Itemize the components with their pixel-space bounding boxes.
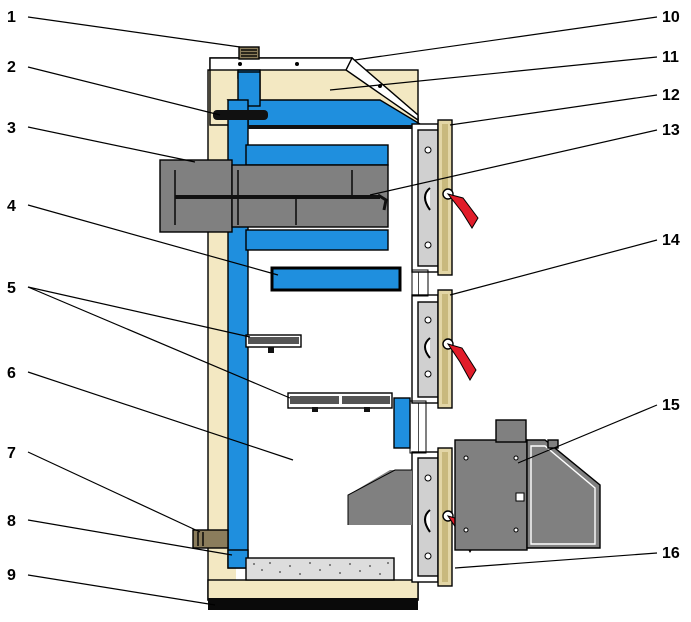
burner-nozzle — [348, 470, 412, 525]
top-chamfer-plate — [345, 56, 419, 122]
label-7: 7 — [7, 445, 16, 462]
label-8: 8 — [7, 513, 16, 530]
base-feet — [208, 598, 418, 610]
label-11: 11 — [662, 49, 679, 66]
top-bolt — [238, 62, 242, 66]
middle-handle — [424, 337, 477, 381]
ash-texture — [253, 562, 389, 575]
burner-top-block — [495, 419, 527, 443]
label-15: 15 — [662, 397, 680, 414]
upper-handle — [424, 187, 479, 229]
label-16: 16 — [662, 545, 680, 562]
grate-lower — [287, 392, 393, 412]
side-water-pocket — [393, 397, 411, 449]
top-rail — [248, 125, 420, 129]
turbulator-rod — [175, 195, 380, 199]
exchanger-top-plate — [245, 144, 389, 166]
flue-outlet-jacket — [237, 71, 261, 107]
label-13: 13 — [662, 122, 680, 139]
grate-upper — [245, 334, 302, 353]
cross-pipe — [270, 266, 402, 292]
base-plate — [207, 579, 419, 601]
label-14: 14 — [662, 232, 680, 249]
label-10: 10 — [662, 9, 680, 26]
door-tie — [411, 269, 429, 297]
sensor-bar — [213, 110, 268, 120]
label-2: 2 — [7, 59, 16, 76]
water-jacket-bottom — [227, 549, 249, 569]
top-bolt — [295, 62, 299, 66]
pellet-burner — [347, 419, 601, 551]
leader-lines — [27, 16, 658, 606]
turbulator-hook — [377, 193, 388, 211]
top-cap-plate — [209, 57, 353, 71]
door-tie — [409, 400, 427, 454]
label-4: 4 — [7, 198, 16, 215]
burner-hood — [526, 439, 601, 549]
lower-door — [411, 447, 453, 587]
callout-numbers: 1 2 3 4 5 6 7 8 9 10 11 12 13 14 15 16 — [7, 9, 680, 584]
return-inlet — [192, 529, 229, 549]
label-12: 12 — [662, 87, 680, 104]
label-3: 3 — [7, 120, 16, 137]
flue-duct — [159, 159, 389, 233]
label-5: 5 — [7, 280, 16, 297]
label-1: 1 — [7, 9, 16, 26]
label-9: 9 — [7, 567, 16, 584]
exchanger-bottom-plate — [245, 229, 389, 251]
label-6: 6 — [7, 365, 16, 382]
